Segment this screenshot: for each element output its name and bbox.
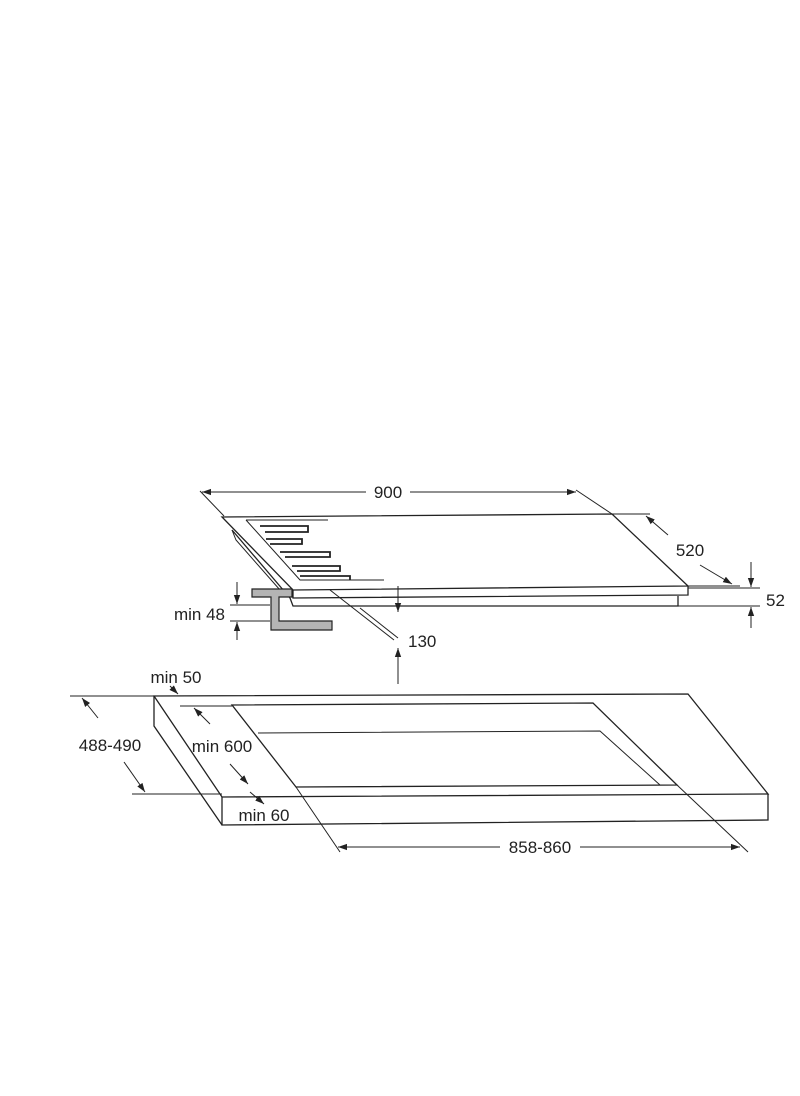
- bracket-min-label: min 48: [174, 605, 225, 624]
- hob-height-label: 52: [766, 591, 785, 610]
- knob-rail: [245, 519, 384, 581]
- cutout-dimensions: min 50 488-490 min 600 min 60 858-860: [70, 668, 749, 857]
- hob-side-body: [231, 529, 281, 591]
- knob-1: [260, 525, 309, 533]
- worktop-side-face: [153, 696, 223, 826]
- cutout-opening: [230, 702, 679, 788]
- hob-width-label: 900: [374, 483, 402, 502]
- hob-depth-label: 520: [676, 541, 704, 560]
- knob-3: [280, 551, 331, 558]
- hob-body: [231, 529, 679, 607]
- front-margin-label: min 60: [238, 806, 289, 825]
- hob-drawing: [220, 513, 690, 631]
- cutout-width-label: 858-860: [509, 838, 571, 857]
- hob-front-edge: [292, 586, 689, 599]
- back-margin-label: min 50: [150, 668, 201, 687]
- knob-2: [266, 538, 303, 545]
- control-knobs: [245, 519, 384, 581]
- mounting-bracket: [251, 588, 333, 631]
- cutout-inner-edge: [257, 730, 661, 786]
- worktop-depth-label: min 600: [192, 737, 252, 756]
- cutout-depth-label: 488-490: [79, 736, 141, 755]
- hob-offset-label: 130: [408, 632, 436, 651]
- hob-dimensions: 900 520 52 min 48 130: [174, 483, 785, 684]
- knob-4: [292, 565, 341, 572]
- knob-5: [300, 575, 351, 580]
- worktop-front-face: [221, 794, 769, 826]
